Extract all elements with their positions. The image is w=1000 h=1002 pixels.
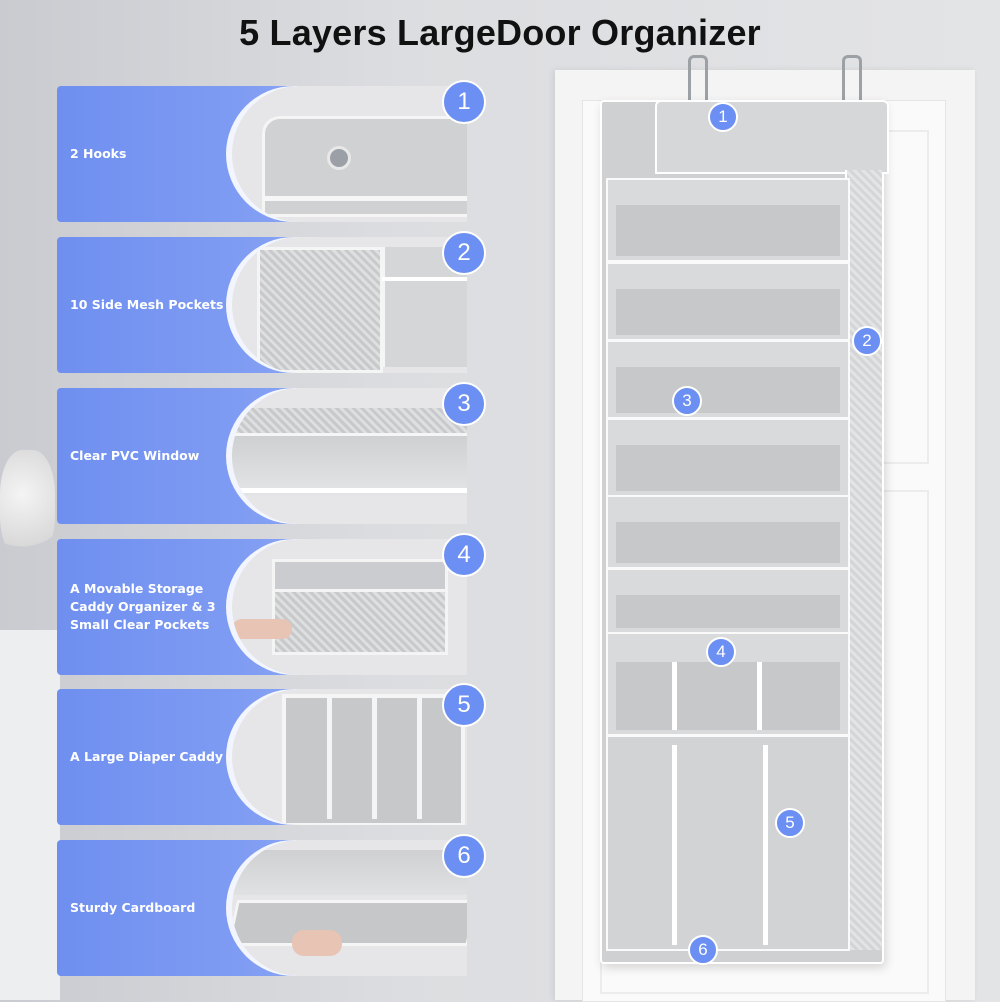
feature-row-diaper-caddy: A Large Diaper Caddy 5 [57,683,486,825]
side-mesh-pockets [845,170,882,950]
feature-photo-pvc-window [232,388,467,524]
hook-left [688,55,708,118]
feature-row-hooks: 2 Hooks 1 [57,80,486,222]
feature-number-badge: 2 [442,231,486,275]
organizer-shelf [606,340,850,419]
hook-right [842,55,862,118]
feature-photo-diaper-caddy [232,689,467,825]
caddy-pocket-divider [672,662,677,730]
organizer-shelf [606,568,850,634]
hand-image [292,930,342,956]
organizer-marker-3: 3 [672,386,702,416]
feature-number-badge: 4 [442,533,486,577]
feature-number-badge: 5 [442,683,486,727]
diaper-caddy-divider [672,745,677,945]
organizer-shelf [606,178,850,262]
feature-row-mesh-pockets: 10 Side Mesh Pockets 2 [57,231,486,373]
feature-photo-storage-caddy [232,539,467,675]
background-plant [0,450,55,560]
feature-number-badge: 6 [442,834,486,878]
page-title: 5 Layers LargeDoor Organizer [239,12,761,53]
diaper-caddy-divider [763,745,768,945]
feature-photo-cardboard [232,840,467,976]
feature-row-pvc-window: Clear PVC Window 3 [57,382,486,524]
organizer-marker-4: 4 [706,637,736,667]
hand-image [232,619,292,639]
feature-label: Sturdy Cardboard [70,900,196,915]
feature-row-storage-caddy: A Movable Storage Caddy Organizer & 3 Sm… [57,533,486,675]
diaper-caddy [606,735,850,951]
organizer-shelf [606,262,850,341]
feature-label: Clear PVC Window [70,448,200,463]
feature-photo-mesh-pockets [232,237,467,373]
organizer-header [655,100,889,174]
organizer-marker-6: 6 [688,935,718,965]
organizer-shelf [606,418,850,497]
feature-label: A Movable Storage Caddy Organizer & 3 Sm… [70,581,216,632]
feature-row-cardboard: Sturdy Cardboard 6 [57,834,486,976]
feature-number-badge: 1 [442,80,486,124]
feature-label: 2 Hooks [70,146,127,161]
organizer-marker-5: 5 [775,808,805,838]
feature-number-badge: 3 [442,382,486,426]
background-cabinet [0,630,60,1000]
grommet-icon [327,146,351,170]
organizer-shelf [606,495,850,569]
organizer-marker-1: 1 [708,102,738,132]
organizer-marker-2: 2 [852,326,882,356]
caddy-pocket-divider [757,662,762,730]
feature-label: 10 Side Mesh Pockets [70,297,224,312]
feature-label: A Large Diaper Caddy [70,749,224,764]
feature-photo-hooks [232,86,467,222]
